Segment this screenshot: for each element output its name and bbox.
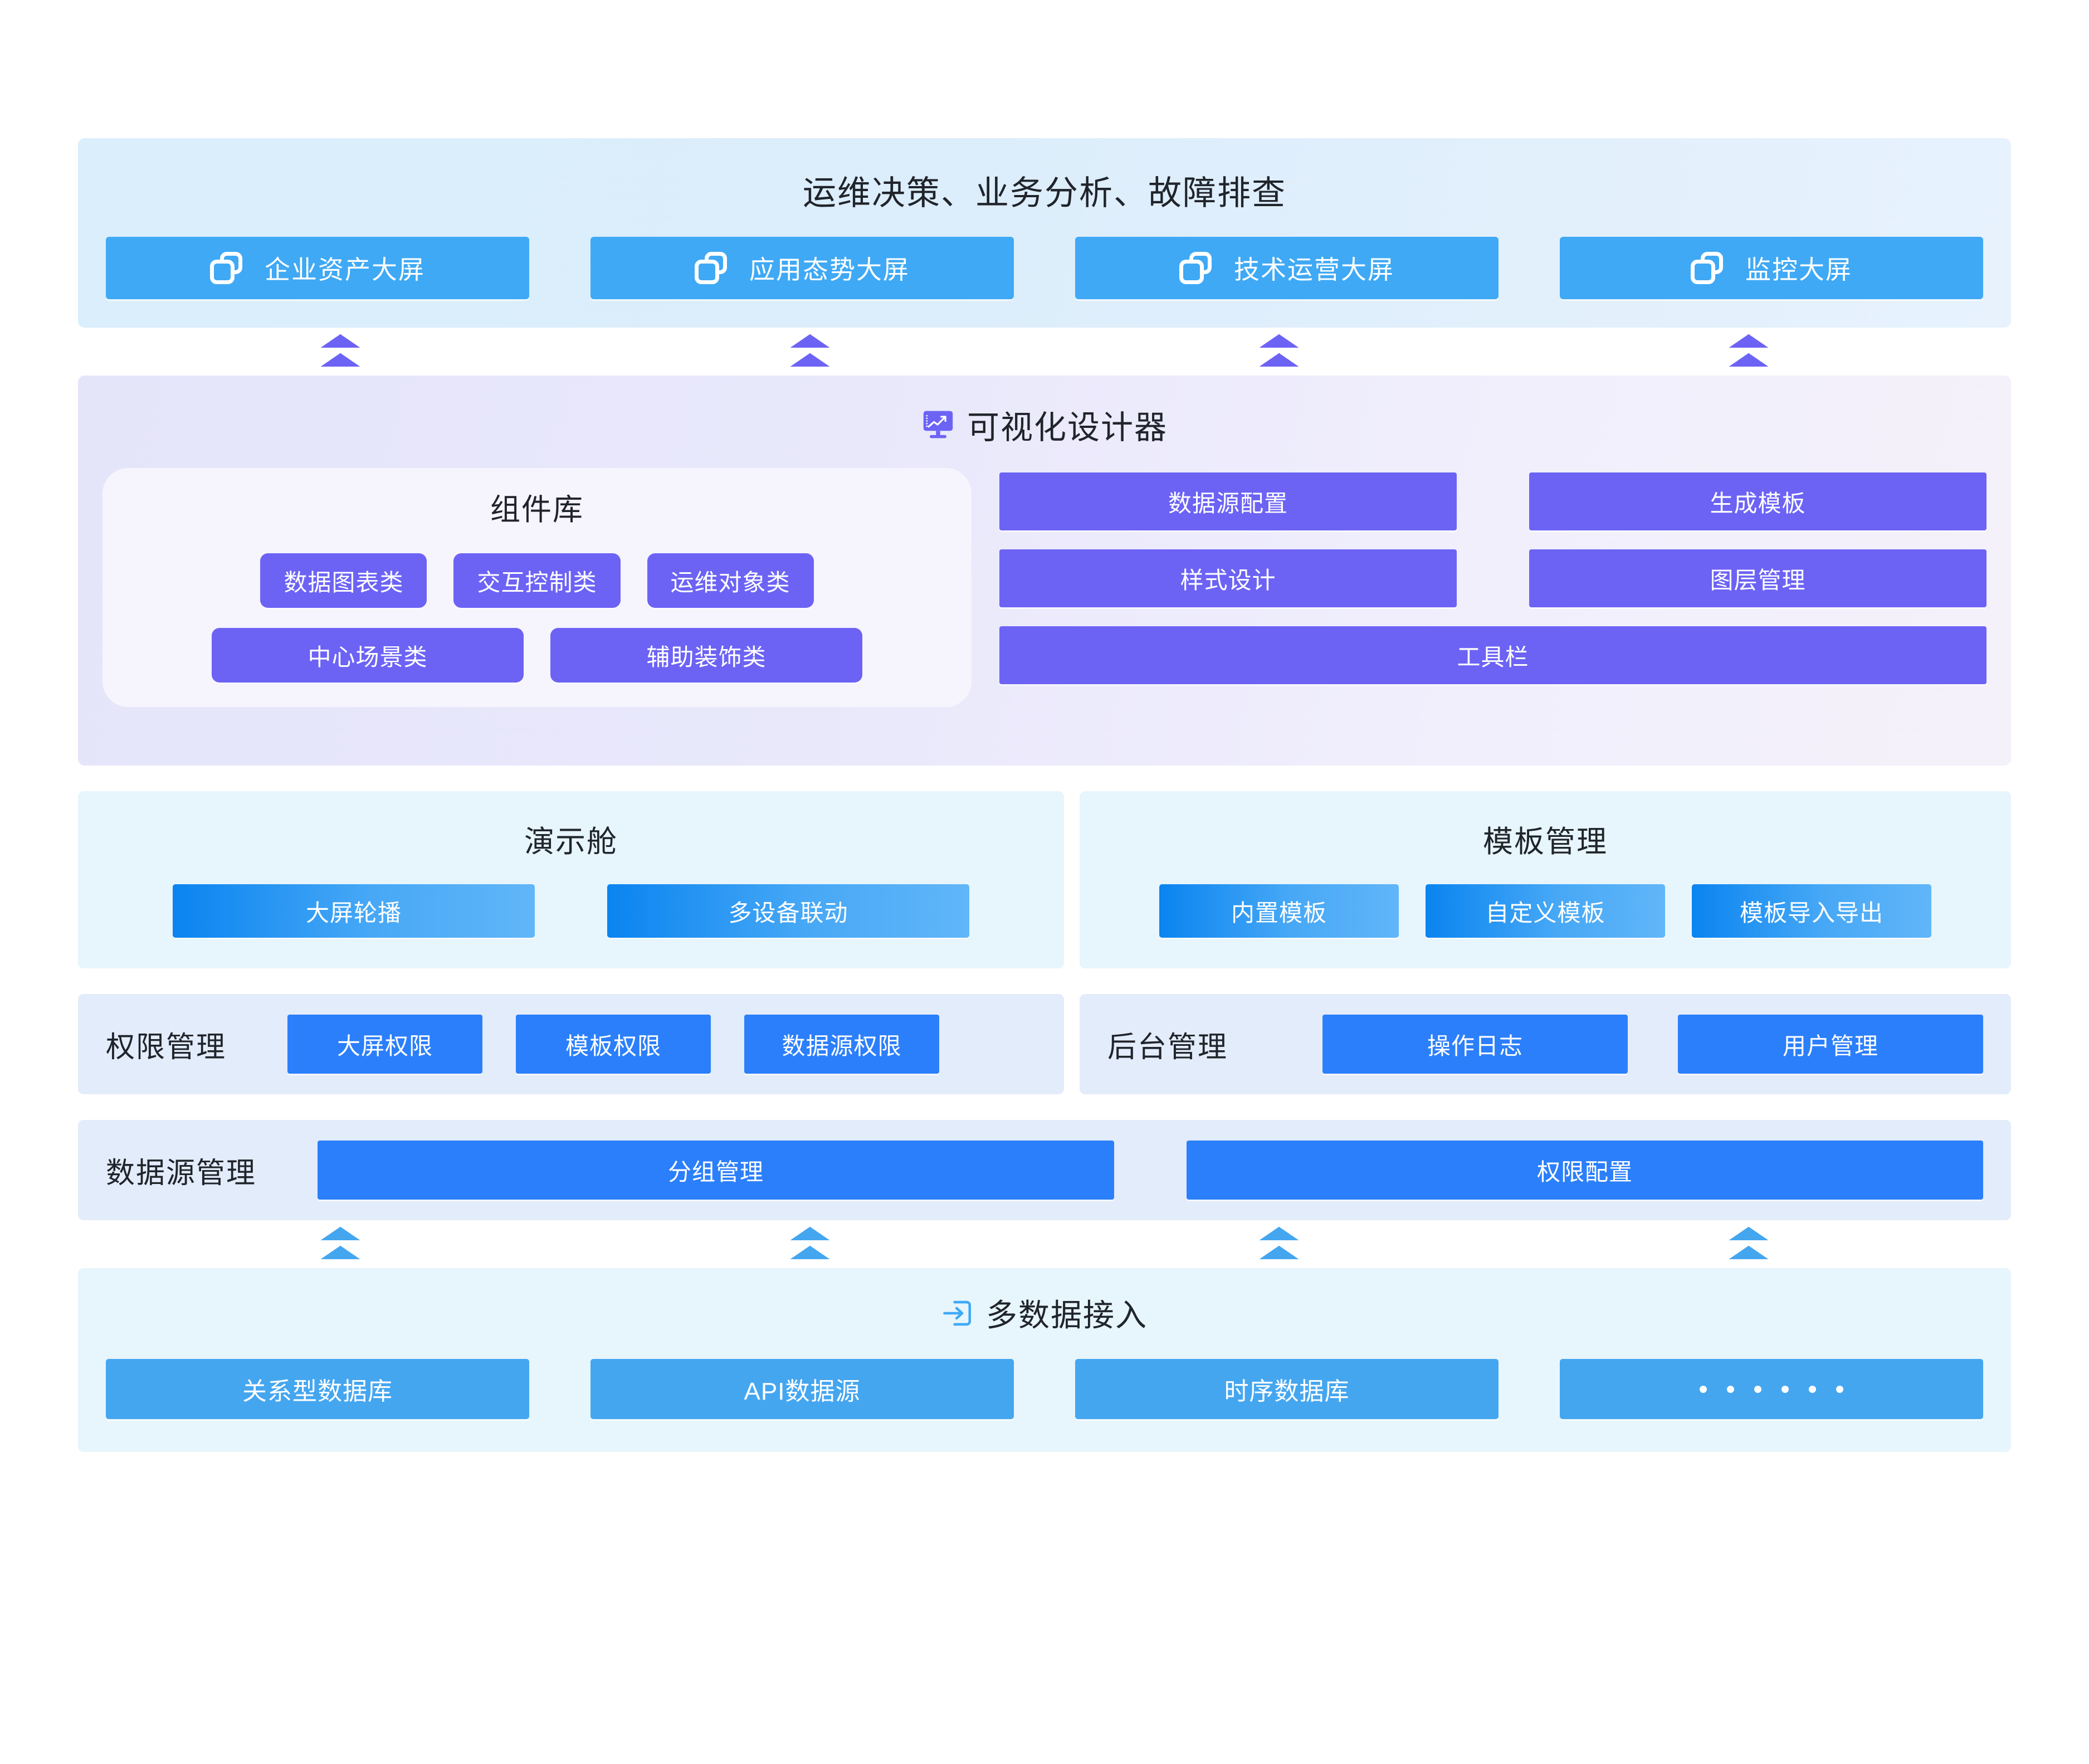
screen-button-label: 应用态势大屏 (749, 255, 910, 284)
component-library-row-1: 数据图表类 交互控制类 运维对象类 (103, 553, 972, 608)
component-library-card: 组件库 数据图表类 交互控制类 运维对象类 中心场景类 辅助装饰类 (103, 468, 972, 707)
datasource-section-label: 数据源管理 (106, 1157, 257, 1190)
connector-row-bottom (78, 1220, 2011, 1268)
template-section-title: 模板管理 (1483, 825, 1608, 859)
tool-button-datasource-config[interactable]: 数据源配置 (999, 472, 1457, 530)
screens-section: 运维决策、业务分析、故障排查 企业资产大屏 应用态势大屏 技术运营大屏 监控大屏 (78, 138, 2011, 328)
template-button-builtin[interactable]: 内置模板 (1159, 884, 1399, 938)
permission-button-datasource[interactable]: 数据源权限 (744, 1015, 940, 1074)
access-button-api-datasource[interactable]: API数据源 (590, 1359, 1014, 1419)
tool-button-layer-management[interactable]: 图层管理 (1529, 549, 1986, 607)
component-library-title: 组件库 (490, 493, 584, 527)
access-button-relational-db[interactable]: 关系型数据库 (106, 1359, 529, 1419)
stacked-screens-icon (1179, 252, 1212, 284)
demo-button-screen-carousel[interactable]: 大屏轮播 (173, 884, 535, 938)
backend-section: 后台管理 操作日志 用户管理 (1080, 994, 2011, 1094)
backend-button-operation-log[interactable]: 操作日志 (1322, 1015, 1628, 1074)
ellipsis-dots-icon (1700, 1385, 1843, 1393)
designer-section: 可视化设计器 组件库 数据图表类 交互控制类 运维对象类 中心场景类 辅助装饰类 (78, 376, 2011, 766)
access-section-title: 多数据接入 (986, 1298, 1148, 1333)
screen-button-enterprise-assets[interactable]: 企业资产大屏 (106, 237, 529, 299)
screen-button-tech-operations[interactable]: 技术运营大屏 (1075, 237, 1499, 299)
component-chip-center-scene[interactable]: 中心场景类 (212, 628, 524, 683)
double-chevron-up-icon (1729, 1227, 1768, 1261)
template-button-custom[interactable]: 自定义模板 (1426, 884, 1665, 938)
component-chip-decoration[interactable]: 辅助装饰类 (550, 628, 862, 683)
screens-section-title: 运维决策、业务分析、故障排查 (803, 174, 1286, 212)
double-chevron-up-icon (1260, 1227, 1299, 1261)
tool-button-generate-template[interactable]: 生成模板 (1529, 472, 1986, 530)
connector-row-top (78, 328, 2011, 376)
screen-button-label: 技术运营大屏 (1234, 255, 1394, 284)
tool-button-toolbar[interactable]: 工具栏 (999, 626, 1986, 684)
permission-button-template[interactable]: 模板权限 (516, 1015, 711, 1074)
component-chip-ops-objects[interactable]: 运维对象类 (647, 553, 814, 608)
demo-button-multi-device-linkage[interactable]: 多设备联动 (607, 884, 969, 938)
datasource-button-group-management[interactable]: 分组管理 (318, 1141, 1115, 1200)
demo-section-title: 演示舱 (524, 825, 618, 859)
demo-section: 演示舱 大屏轮播 多设备联动 (78, 791, 1064, 968)
screen-button-label: 监控大屏 (1745, 255, 1852, 284)
component-library-row-2: 中心场景类 辅助装饰类 (103, 628, 972, 683)
template-button-import-export[interactable]: 模板导入导出 (1692, 884, 1931, 938)
permission-section: 权限管理 大屏权限 模板权限 数据源权限 (78, 994, 1064, 1094)
stacked-screens-icon (1691, 252, 1723, 284)
demo-template-row: 演示舱 大屏轮播 多设备联动 模板管理 内置模板 自定义模板 模板导入导出 (78, 791, 2011, 968)
backend-button-user-management[interactable]: 用户管理 (1678, 1015, 1984, 1074)
stacked-screens-icon (695, 252, 727, 284)
double-chevron-up-icon (1260, 334, 1299, 369)
double-chevron-up-icon (321, 334, 360, 369)
tool-button-style-design[interactable]: 样式设计 (999, 549, 1457, 607)
datasource-button-permission-config[interactable]: 权限配置 (1187, 1141, 1984, 1200)
double-chevron-up-icon (790, 334, 829, 369)
access-section: 多数据接入 关系型数据库 API数据源 时序数据库 (78, 1268, 2011, 1452)
designer-section-title: 可视化设计器 (967, 410, 1168, 446)
access-button-strip: 关系型数据库 API数据源 时序数据库 (78, 1359, 2011, 1419)
stacked-screens-icon (210, 252, 242, 284)
permission-backend-row: 权限管理 大屏权限 模板权限 数据源权限 后台管理 操作日志 用户管理 (78, 994, 2011, 1094)
screen-button-monitoring[interactable]: 监控大屏 (1560, 237, 1983, 299)
component-chip-interaction-controls[interactable]: 交互控制类 (453, 553, 621, 608)
datasource-section: 数据源管理 分组管理 权限配置 (78, 1120, 2011, 1220)
permission-button-screen[interactable]: 大屏权限 (287, 1015, 483, 1074)
designer-section-header: 可视化设计器 (78, 376, 2011, 448)
access-button-more[interactable] (1560, 1359, 1983, 1419)
backend-section-label: 后台管理 (1107, 1031, 1228, 1064)
template-section: 模板管理 内置模板 自定义模板 模板导入导出 (1080, 791, 2011, 968)
designer-tools-panel: 数据源配置 生成模板 样式设计 图层管理 工具栏 (999, 468, 1986, 707)
access-button-timeseries-db[interactable]: 时序数据库 (1075, 1359, 1499, 1419)
screens-button-strip: 企业资产大屏 应用态势大屏 技术运营大屏 监控大屏 (78, 237, 2011, 299)
import-arrow-icon (943, 1300, 972, 1326)
component-chip-data-charts[interactable]: 数据图表类 (260, 553, 427, 608)
access-section-header: 多数据接入 (941, 1268, 1148, 1336)
architecture-diagram: 运维决策、业务分析、故障排查 企业资产大屏 应用态势大屏 技术运营大屏 监控大屏 (0, 138, 2089, 1764)
double-chevron-up-icon (1729, 334, 1768, 369)
permission-section-label: 权限管理 (106, 1031, 227, 1064)
double-chevron-up-icon (790, 1227, 829, 1261)
screen-button-app-posture[interactable]: 应用态势大屏 (590, 237, 1014, 299)
monitor-chart-icon (923, 411, 953, 438)
screen-button-label: 企业资产大屏 (265, 255, 425, 284)
double-chevron-up-icon (321, 1227, 360, 1261)
